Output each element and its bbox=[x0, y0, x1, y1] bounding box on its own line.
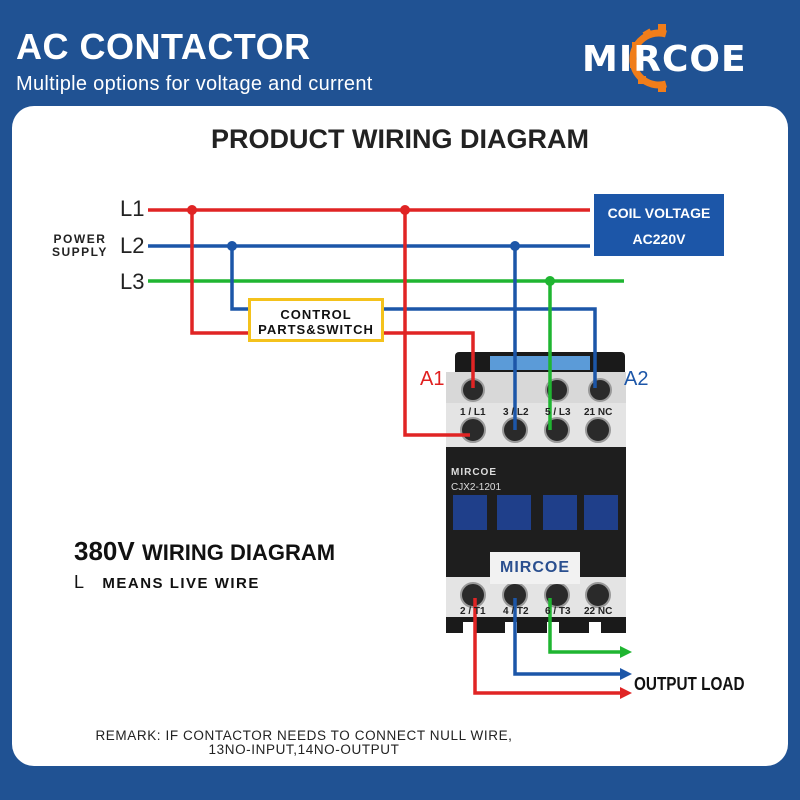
legend: L MEANS LIVE WIRE bbox=[74, 572, 260, 593]
line-label-l3: L3 bbox=[120, 269, 145, 294]
page-subtitle: Multiple options for voltage and current bbox=[16, 73, 373, 95]
l1-control-wire bbox=[190, 210, 250, 335]
line-label-l1: L1 bbox=[120, 196, 145, 221]
arrow-icon bbox=[620, 668, 632, 680]
junction-dot bbox=[227, 241, 237, 251]
terminal-screw-a2 bbox=[588, 378, 612, 402]
brand-logo: MIRCOE bbox=[578, 22, 768, 92]
top-terminal-label: 21 NC bbox=[584, 407, 613, 418]
power-supply-line2: SUPPLY bbox=[52, 245, 108, 259]
coil-voltage-value: AC220V bbox=[632, 231, 686, 247]
contactor-device bbox=[446, 352, 626, 634]
bottom-terminal-label: 22 NC bbox=[584, 606, 613, 617]
diagram-title: PRODUCT WIRING DIAGRAM bbox=[211, 124, 589, 154]
control-box-line2: PARTS&SWITCH bbox=[258, 322, 374, 337]
coil-voltage-box: COIL VOLTAGE AC220V bbox=[594, 194, 724, 256]
arrow-icon bbox=[620, 687, 632, 699]
control-switch-box: CONTROL PARTS&SWITCH bbox=[248, 298, 384, 342]
power-supply-line1: POWER bbox=[53, 232, 107, 246]
coil-voltage-label: COIL VOLTAGE bbox=[607, 205, 711, 221]
bottom-terminal-label: 6 / T3 bbox=[545, 606, 571, 617]
line-label-l2: L2 bbox=[120, 233, 145, 258]
junction-dot bbox=[187, 205, 197, 215]
remark-line2: 13NO-INPUT,14NO-OUTPUT bbox=[208, 742, 400, 757]
device-brand-plate: MIRCOE bbox=[490, 552, 580, 584]
remark-line1: REMARK: IF CONTACTOR NEEDS TO CONNECT NU… bbox=[95, 728, 513, 743]
junction-dot bbox=[545, 276, 555, 286]
l2-control-wire bbox=[230, 246, 250, 311]
output-load-label: OUTPUT LOAD bbox=[634, 674, 745, 694]
terminal-label-a2: A2 bbox=[624, 368, 649, 390]
page-title: AC CONTACTOR bbox=[16, 26, 311, 67]
bottom-terminal-label: 4 / T2 bbox=[503, 606, 529, 617]
t2-output-wire bbox=[513, 598, 622, 676]
l1-terminal-wire bbox=[403, 210, 470, 437]
wiring-heading: 380V WIRING DIAGRAM bbox=[74, 536, 335, 567]
terminal-label-a1: A1 bbox=[420, 368, 445, 390]
t1-output-wire bbox=[473, 598, 622, 695]
arrow-icon bbox=[620, 646, 632, 658]
top-terminal-label: 3 / L2 bbox=[503, 407, 529, 418]
control-a2-wire bbox=[383, 307, 597, 388]
top-terminal-label: 5 / L3 bbox=[545, 407, 571, 418]
remark: REMARK: IF CONTACTOR NEEDS TO CONNECT NU… bbox=[74, 729, 534, 757]
gear-icon bbox=[629, 24, 667, 92]
legend-text: MEANS LIVE WIRE bbox=[102, 575, 260, 592]
brand-name: MIRCOE bbox=[582, 39, 747, 80]
wiring-heading-text: WIRING DIAGRAM bbox=[141, 540, 336, 565]
junction-dot bbox=[510, 241, 520, 251]
bottom-terminal-label: 2 / T1 bbox=[460, 606, 486, 617]
junction-dot bbox=[400, 205, 410, 215]
legend-symbol: L bbox=[74, 572, 84, 592]
t3-output-wire bbox=[548, 598, 622, 654]
control-a1-wire bbox=[383, 331, 475, 388]
device-model: CJX2-1201 bbox=[451, 482, 502, 493]
device-brand: MIRCOE bbox=[451, 467, 497, 478]
top-terminal-label: 1 / L1 bbox=[460, 407, 486, 418]
wiring-voltage: 380V bbox=[74, 536, 135, 566]
power-supply-label: POWER SUPPLY bbox=[52, 233, 108, 259]
control-box-line1: CONTROL bbox=[280, 307, 352, 322]
